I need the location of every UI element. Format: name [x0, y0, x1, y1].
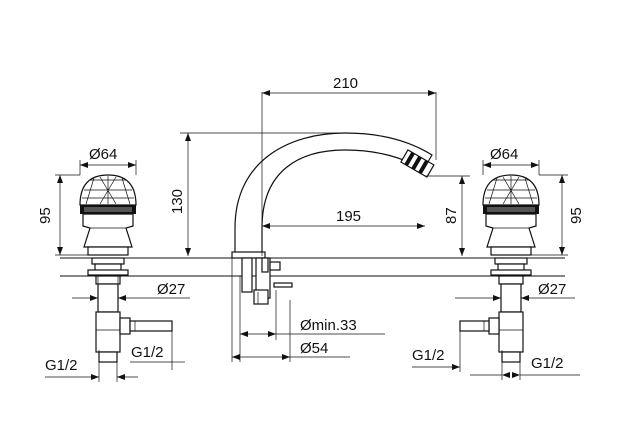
hole-min-diameter-label: Ømin.33 [300, 317, 357, 334]
left-handle [79, 174, 173, 363]
right-inner-thread-label: G1/2 [412, 347, 445, 364]
dimension-lines [45, 90, 580, 382]
spout-height-label: 130 [169, 189, 186, 214]
left-inner-thread-label: G1/2 [131, 344, 164, 361]
left-handle-diameter-label: Ø64 [89, 146, 117, 163]
right-shank-diameter-label: Ø27 [538, 281, 566, 298]
left-outer-thread-label: G1/2 [45, 357, 78, 374]
right-handle-diameter-label: Ø64 [490, 146, 518, 163]
spout-reach-label: 210 [333, 75, 358, 92]
right-handle [459, 174, 540, 363]
spout [231, 132, 435, 305]
right-outer-thread-label: G1/2 [531, 355, 564, 372]
right-handle-height-label: 95 [568, 207, 585, 224]
countertop [60, 257, 565, 277]
left-handle-height-label: 95 [37, 207, 54, 224]
inner-reach-label: 195 [336, 208, 361, 225]
dimension-labels: 210 130 195 87 Ø64 Ø64 95 95 Ø27 Ø27 Ømi… [37, 75, 585, 374]
base-diameter-label: Ø54 [300, 340, 328, 357]
outlet-height-label: 87 [443, 207, 460, 224]
left-shank-diameter-label: Ø27 [157, 281, 185, 298]
